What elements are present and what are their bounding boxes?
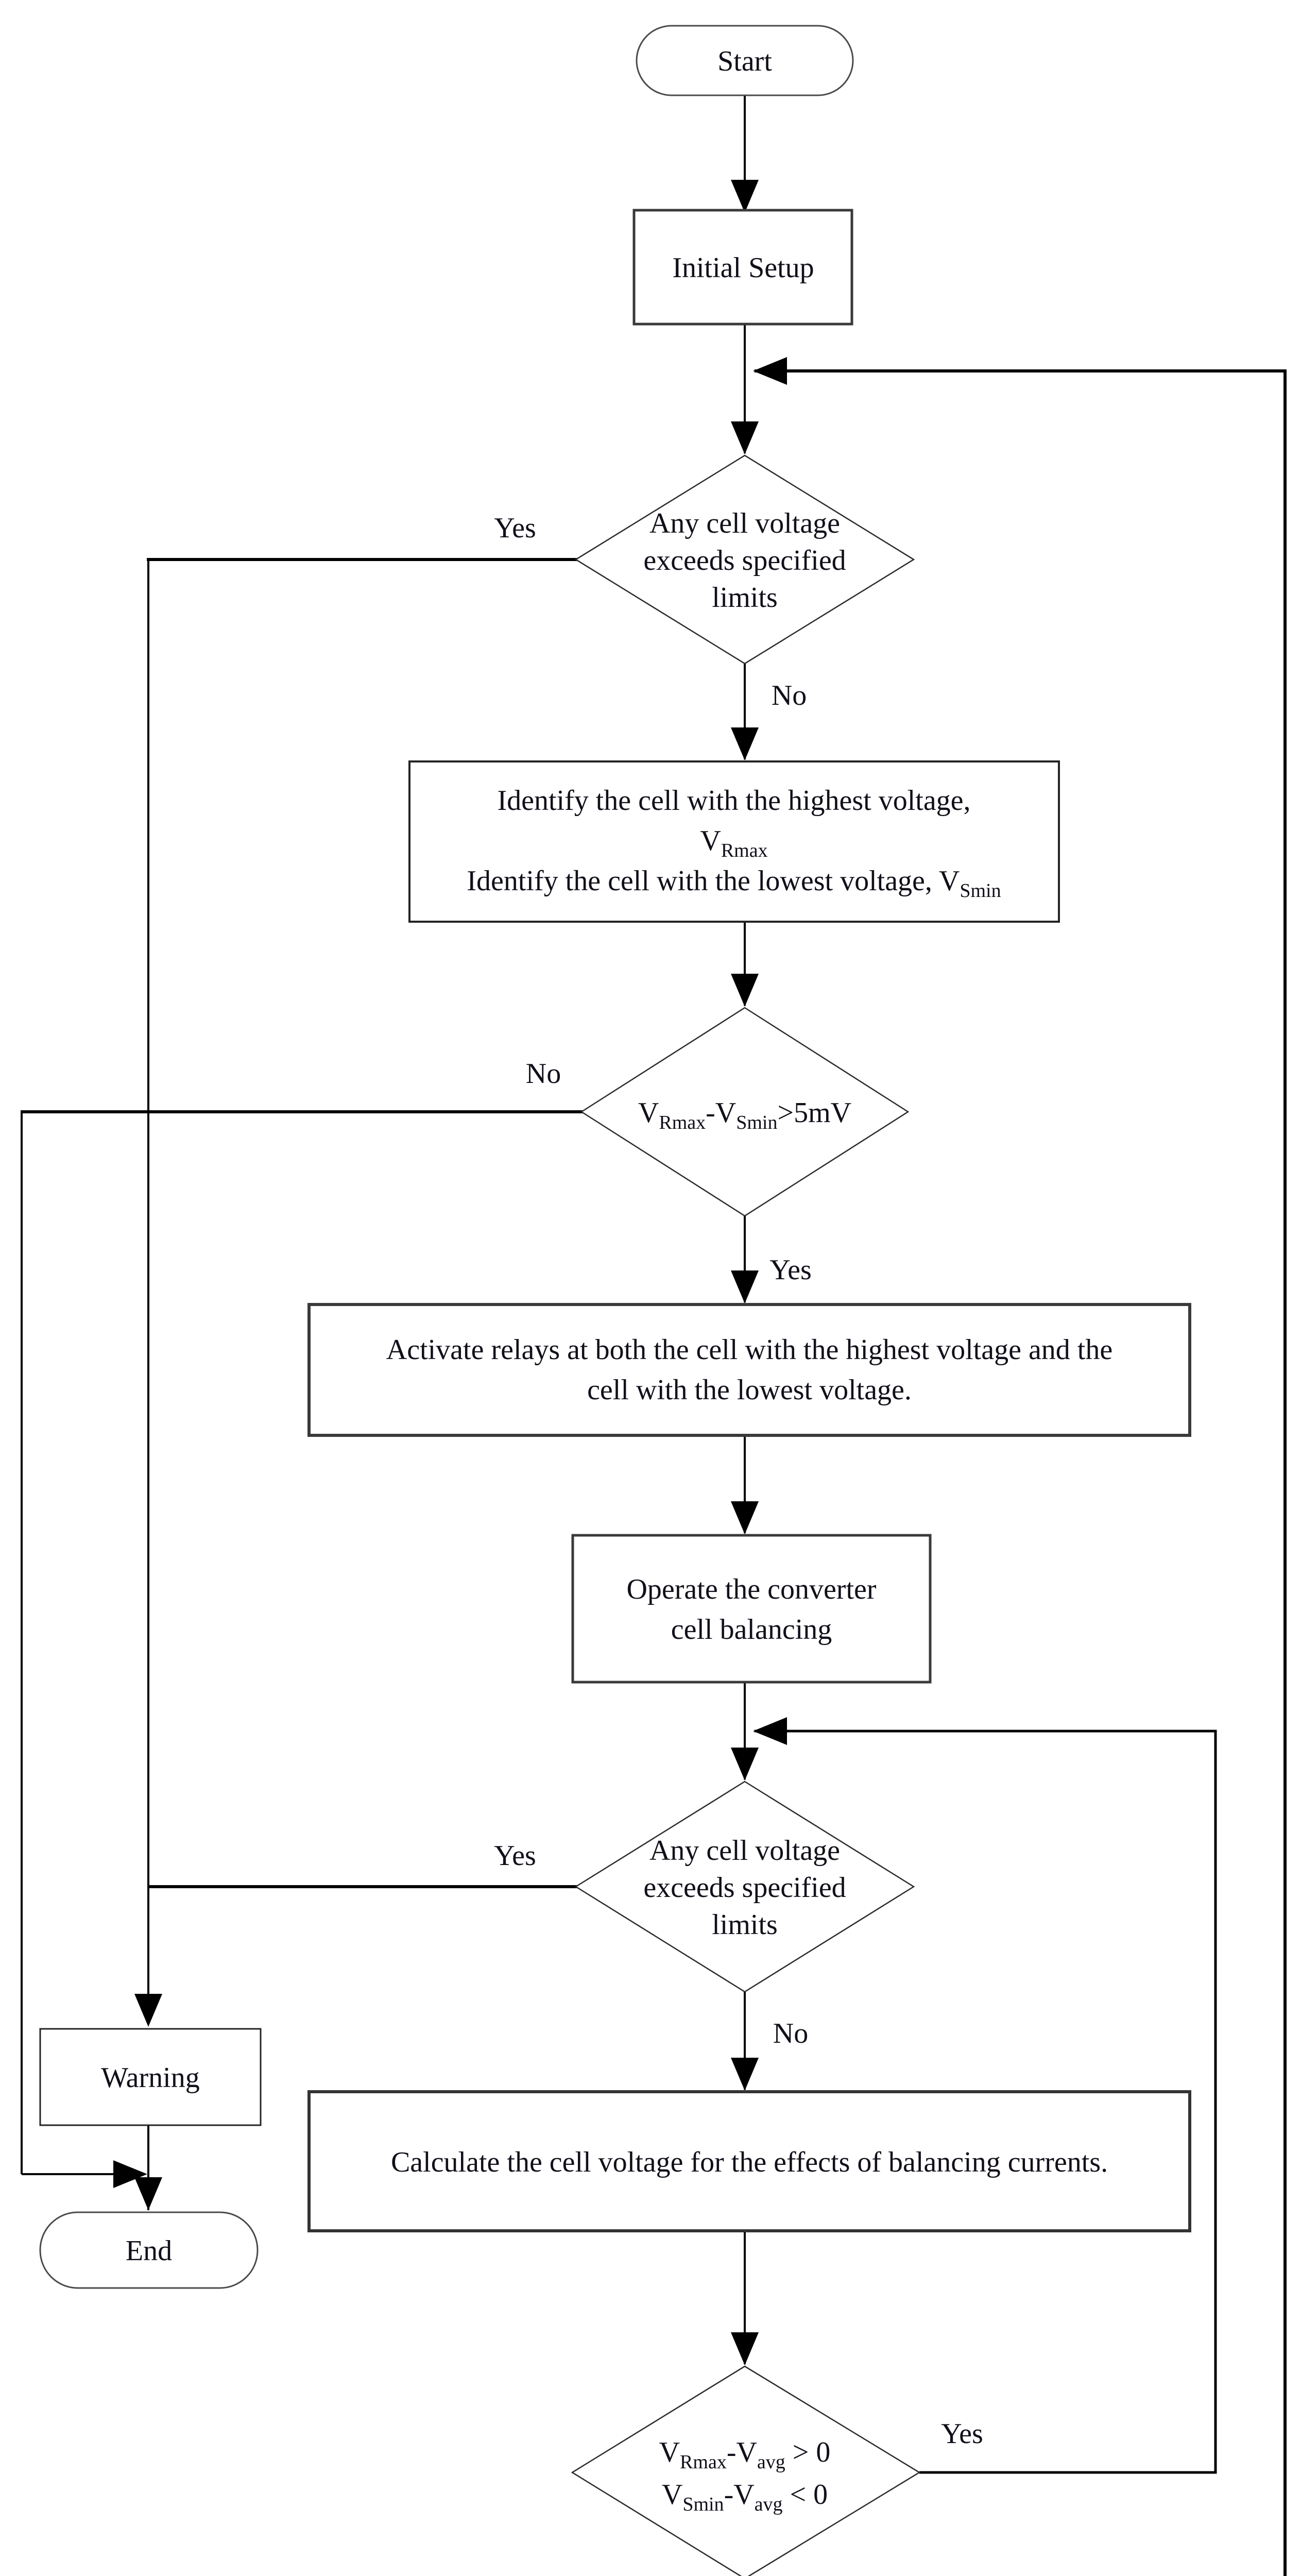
identify-process xyxy=(408,760,1060,923)
decision3-any-cell-voltage xyxy=(574,1781,915,1993)
arrow-into-activate-icon xyxy=(731,1270,759,1303)
end-label: End xyxy=(126,2235,172,2267)
calculate-label: Calculate the cell voltage for the effec… xyxy=(391,2146,1108,2178)
start-label: Start xyxy=(717,45,772,77)
initial-setup-process xyxy=(632,209,853,326)
start-terminator xyxy=(636,25,854,96)
decision4-yes-label: Yes xyxy=(941,2418,983,2450)
operate-converter-process xyxy=(571,1534,932,1684)
initial-setup-label: Initial Setup xyxy=(672,252,814,284)
arrow-into-initial-setup-icon xyxy=(731,180,759,213)
edge-inner-feedback-loop xyxy=(755,1730,1217,2474)
decision2-no-label: No xyxy=(526,1058,561,1090)
arrow-into-decision2-icon xyxy=(731,974,759,1007)
decision1-no-label: No xyxy=(772,680,807,711)
warning-label: Warning xyxy=(101,2062,199,2094)
arrow-into-warning-icon xyxy=(134,1994,162,2027)
decision2-label: VRmax-VSmin>5mV xyxy=(638,1097,851,1133)
arrow-no2-into-end-line-icon xyxy=(113,2160,147,2188)
activate-label: Activate relays at both the cell with th… xyxy=(386,1334,1112,1406)
arrow-inner-loop-junction-icon xyxy=(753,1717,787,1745)
decision1-any-cell-voltage xyxy=(574,454,915,665)
edge-outer-feedback-loop xyxy=(755,369,1287,2576)
activate-relays-process xyxy=(307,1303,1191,1437)
decision1-yes-label: Yes xyxy=(494,512,536,544)
decision4-avg-check xyxy=(571,2365,921,2576)
end-terminator xyxy=(39,2211,259,2289)
arrow-into-decision4-icon xyxy=(731,2332,759,2365)
warning-process xyxy=(39,2028,262,2126)
identify-label: Identify the cell with the highest volta… xyxy=(467,785,1001,902)
arrow-into-calculate-icon xyxy=(731,2058,759,2091)
decision3-yes-label: Yes xyxy=(494,1840,536,1872)
arrow-into-identify-icon xyxy=(731,727,759,760)
arrow-into-operate-icon xyxy=(731,1501,759,1534)
calculate-process xyxy=(307,2090,1191,2232)
decision3-no-label: No xyxy=(773,2018,808,2049)
arrow-into-end-icon xyxy=(134,2177,162,2210)
decision2-yes-label: Yes xyxy=(769,1254,811,1286)
arrow-into-decision3-icon xyxy=(731,1748,759,1781)
arrow-into-decision1-icon xyxy=(731,421,759,454)
decision2-delta-check xyxy=(580,1007,910,1217)
arrow-outer-loop-junction-icon xyxy=(753,357,787,385)
